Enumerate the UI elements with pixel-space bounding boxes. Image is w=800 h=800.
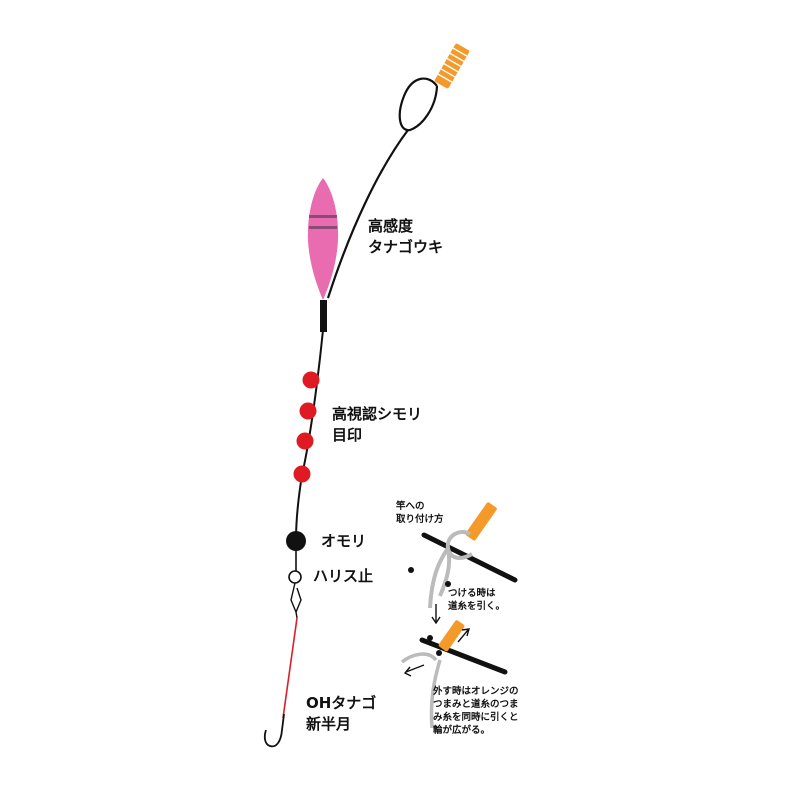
- stopper-ring: [288, 570, 302, 584]
- marker-bead: [293, 465, 311, 483]
- float-band: [309, 226, 337, 229]
- float-band: [309, 215, 337, 218]
- detach-illustration: [400, 620, 508, 729]
- hook-icon: [263, 713, 285, 748]
- marker-label: 高視認シモリ 目印: [332, 405, 423, 444]
- leader-line: [282, 617, 298, 719]
- sinker: [286, 531, 306, 551]
- stopper-label: ハリス止: [313, 567, 374, 585]
- main-line: [326, 129, 409, 299]
- attach-illustration: [408, 502, 518, 625]
- detach-note: 外す時はオレンジの つまみと道糸のつま み糸を同時に引くと 輪が広がる。: [433, 686, 519, 736]
- float-body: [307, 178, 339, 300]
- attach-title: 竿への 取り付け方: [396, 501, 444, 525]
- rod-connector-icon: [434, 43, 470, 89]
- attach-note: つける時は 道糸を引く。: [448, 588, 506, 612]
- stopper-clip: [290, 582, 302, 619]
- float-stem: [320, 300, 327, 332]
- sinker-label: オモリ: [321, 532, 367, 550]
- line-loop: [398, 77, 439, 132]
- marker-bead: [302, 371, 320, 389]
- marker-bead: [296, 432, 314, 450]
- float-label: 高感度 タナゴウキ: [368, 217, 444, 256]
- marker-bead: [299, 402, 317, 420]
- hook-label: OHタナゴ 新半月: [306, 694, 377, 733]
